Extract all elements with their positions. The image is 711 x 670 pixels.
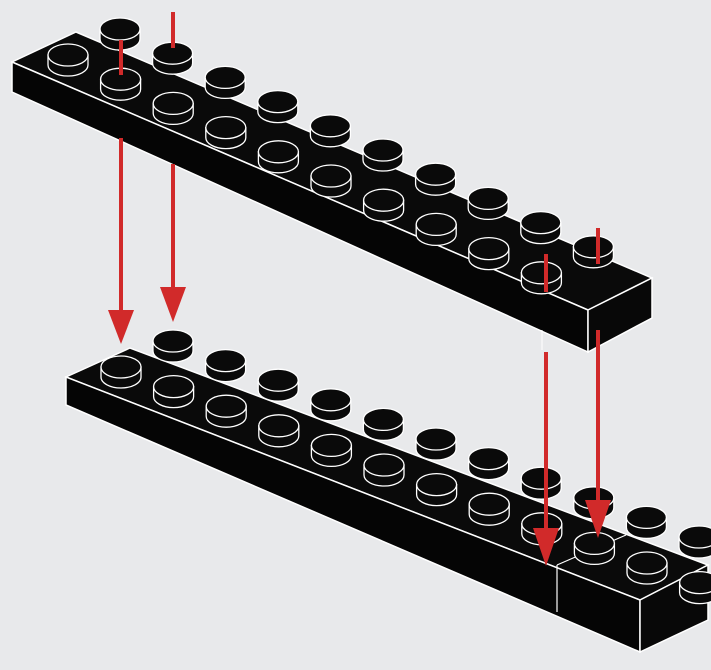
lower-stud-r1-c1 xyxy=(101,356,141,388)
arrow-3 xyxy=(533,352,559,566)
upper-stud-r2-c4 xyxy=(258,91,298,123)
upper-stud-r1-c7 xyxy=(364,189,404,221)
lower-stud-r2-c5 xyxy=(363,408,403,440)
upper-plate xyxy=(12,18,652,352)
lower-stud-r2-c3 xyxy=(258,369,298,401)
lower-stud-r2-c11 xyxy=(679,526,711,558)
lower-stud-r1-c3 xyxy=(206,395,246,427)
upper-stud-r1-c10 xyxy=(521,262,561,294)
lower-stud-r1-c5 xyxy=(311,434,351,466)
upper-stud-r2-c7 xyxy=(416,163,456,195)
upper-stud-r1-c5 xyxy=(258,141,298,173)
lower-stud-r1-c11 xyxy=(627,552,667,584)
upper-stud-r1-c6 xyxy=(311,165,351,197)
lower-stud-r1-c10 xyxy=(574,532,614,564)
lower-stud-r1-c12 xyxy=(680,572,711,604)
arrow-4 xyxy=(585,330,611,538)
upper-stud-r1-c8 xyxy=(416,213,456,245)
lower-stud-r2-c6 xyxy=(416,428,456,460)
lower-stud-r2-c8 xyxy=(521,467,561,499)
lower-stud-r2-c10 xyxy=(626,506,666,538)
upper-stud-r2-c9 xyxy=(521,212,561,244)
lower-stud-r1-c2 xyxy=(154,376,194,408)
lower-stud-r1-c7 xyxy=(417,474,457,506)
upper-stud-r2-c6 xyxy=(363,139,403,171)
lower-stud-r2-c2 xyxy=(206,350,246,382)
lower-stud-r1-c6 xyxy=(364,454,404,486)
lower-stud-r2-c7 xyxy=(469,448,509,480)
upper-stud-r2-c10 xyxy=(573,236,613,268)
lower-stud-r1-c4 xyxy=(259,415,299,447)
upper-stud-r2-c3 xyxy=(205,66,245,98)
upper-stud-r2-c8 xyxy=(468,187,508,219)
lower-stud-r2-c1 xyxy=(153,330,193,362)
lower-plate xyxy=(66,330,711,652)
lower-stud-r1-c8 xyxy=(469,493,509,525)
upper-stud-r1-c1 xyxy=(48,44,88,76)
upper-stud-r1-c9 xyxy=(469,238,509,270)
upper-stud-r2-c5 xyxy=(310,115,350,147)
arrow-1 xyxy=(108,138,134,344)
upper-stud-r1-c4 xyxy=(206,117,246,149)
lower-stud-r2-c4 xyxy=(311,389,351,421)
arrow-2 xyxy=(160,164,186,322)
upper-stud-r1-c3 xyxy=(153,92,193,124)
